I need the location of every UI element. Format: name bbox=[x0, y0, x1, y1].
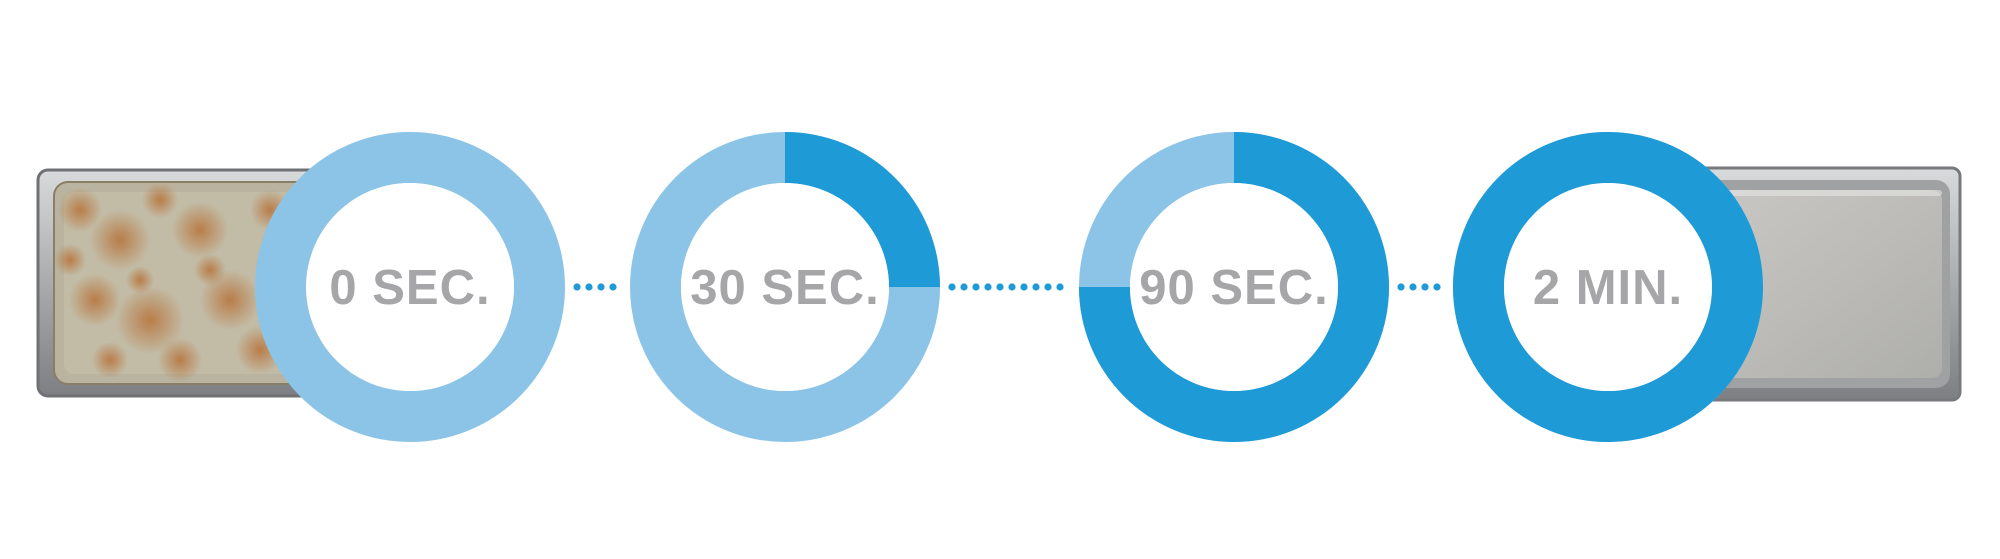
stage-label: 90 SEC. bbox=[1139, 261, 1328, 315]
connector-dot bbox=[1056, 283, 1064, 291]
connector-dot bbox=[609, 283, 617, 291]
progress-rings: 0 SEC. 30 SEC. 90 SEC. 2 MIN. bbox=[255, 132, 1763, 442]
connector-dot bbox=[1020, 283, 1028, 291]
connector-dot bbox=[1397, 283, 1405, 291]
ring-center bbox=[1130, 183, 1338, 391]
connector-dot bbox=[948, 283, 956, 291]
connector-dot bbox=[1409, 283, 1417, 291]
ring-progress bbox=[1453, 132, 1763, 442]
rust-stain bbox=[126, 266, 154, 294]
rust-stain bbox=[158, 338, 202, 382]
connector-dot bbox=[585, 283, 593, 291]
connector-dot bbox=[1008, 283, 1016, 291]
rust-stain bbox=[90, 210, 150, 270]
ring-center bbox=[1504, 183, 1712, 391]
stage-ring-1: 0 SEC. bbox=[255, 132, 565, 442]
ring-center bbox=[681, 183, 889, 391]
ring-track bbox=[255, 132, 565, 442]
rust-stain bbox=[58, 188, 102, 232]
stage-label: 30 SEC. bbox=[690, 261, 879, 315]
timeline-connectors bbox=[573, 283, 1441, 291]
rust-stain bbox=[92, 342, 128, 378]
rust-stain bbox=[142, 182, 178, 218]
ring-center bbox=[306, 183, 514, 391]
rust-stain bbox=[54, 244, 86, 276]
stage-ring-3: 90 SEC. bbox=[1079, 132, 1389, 442]
connector-dot bbox=[1421, 283, 1429, 291]
connector-dot bbox=[1433, 283, 1441, 291]
rust-stain bbox=[69, 274, 121, 326]
connector-dot bbox=[1032, 283, 1040, 291]
ring-progress bbox=[1079, 132, 1389, 442]
connector-dot bbox=[984, 283, 992, 291]
ring-progress bbox=[785, 132, 940, 287]
connector-dot bbox=[573, 283, 581, 291]
connector-dot bbox=[972, 283, 980, 291]
connector-dot bbox=[960, 283, 968, 291]
connector-dot bbox=[597, 283, 605, 291]
connector-dot bbox=[1044, 283, 1052, 291]
rust-stain bbox=[116, 286, 184, 354]
stage-label: 0 SEC. bbox=[329, 261, 490, 315]
stage-ring-4: 2 MIN. bbox=[1453, 132, 1763, 442]
connector-dot bbox=[996, 283, 1004, 291]
stage-ring-2: 30 SEC. bbox=[630, 132, 940, 442]
stage-label: 2 MIN. bbox=[1533, 261, 1683, 315]
rust-stain-pattern bbox=[54, 182, 338, 382]
rust-stain bbox=[194, 254, 226, 286]
rust-stain bbox=[172, 202, 228, 258]
